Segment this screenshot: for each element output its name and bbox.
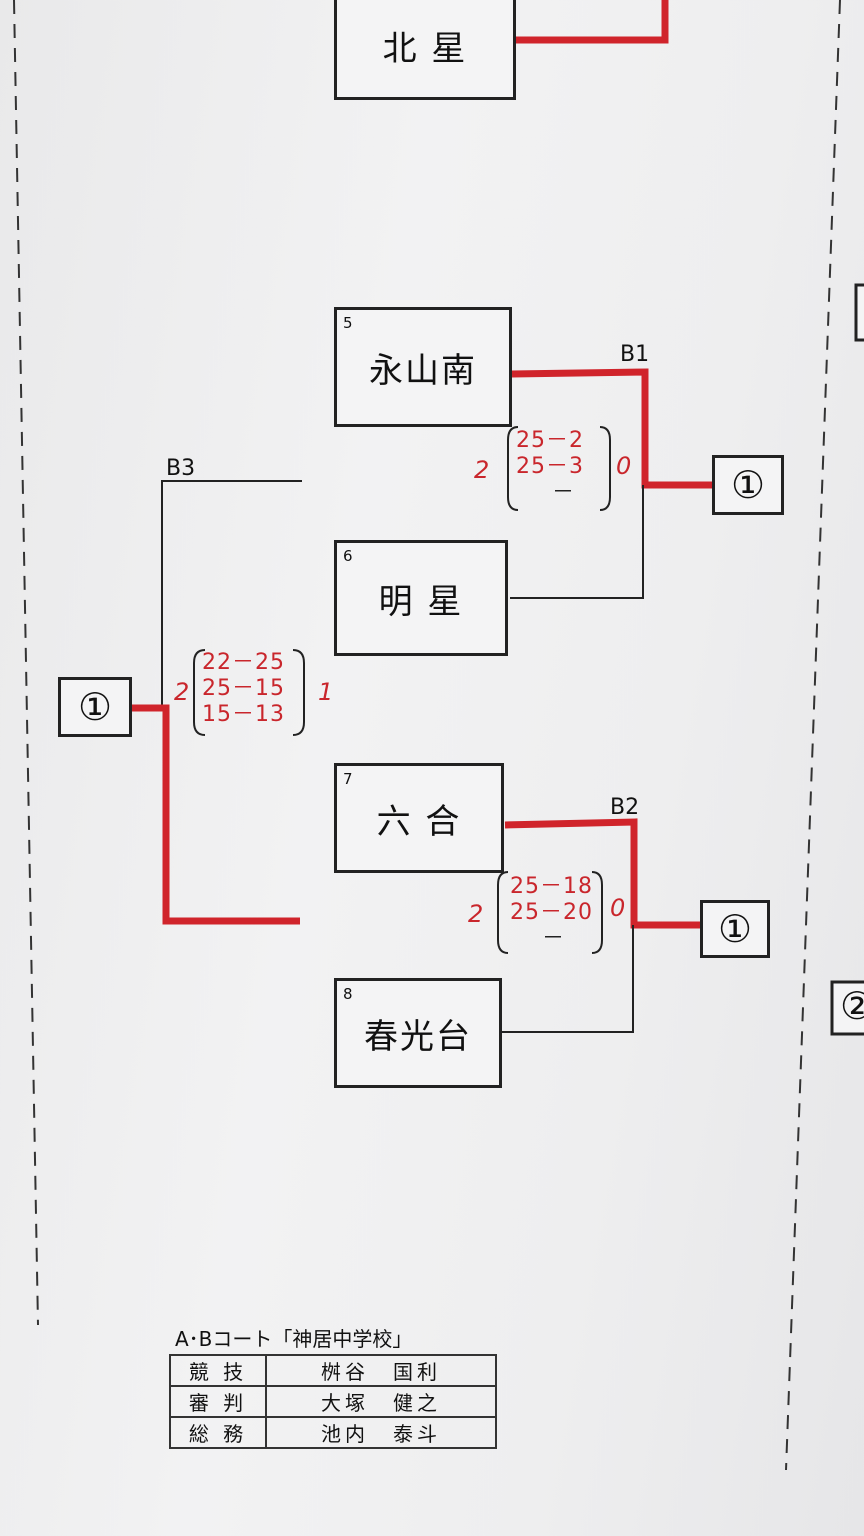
table-row: 総 務 池内 泰斗 [169,1416,497,1449]
seed-number: 6 [343,547,353,565]
b2-loser-sets: 0 [610,894,626,922]
table-row: 審 判 大塚 健之 [169,1385,497,1418]
set-score: 25－3 [516,454,584,479]
set-score: 25－20 [510,900,593,925]
result-mark: ① [77,685,113,729]
team-name: 永山南 [369,350,477,391]
b3-winner-sets: 2 [174,678,190,706]
official-name: 大塚 健之 [265,1385,497,1418]
set-score: 22－25 [202,650,285,675]
b2-winner-sets: 2 [468,900,484,928]
set-score: － [552,480,576,505]
result-box-b2: ① [700,900,770,958]
seed-number: 8 [343,985,353,1003]
set-score: － [542,926,566,951]
b1-loser-line [510,485,644,599]
match-label-b1: B1 [620,342,650,367]
team-box-nagayamaminami: 5 永山南 [334,307,512,427]
team-box-meisei: 6 明 星 [334,540,508,656]
b3-scores: 22－25 25－15 15－13 [202,650,285,728]
team-name: 北 星 [382,28,468,69]
official-name: 池内 泰斗 [265,1416,497,1449]
b2-winner-line [504,818,700,929]
top-winner-line [515,0,669,44]
b1-loser-sets: 0 [616,452,632,480]
official-name: 桝谷 国利 [265,1354,497,1387]
b1-winner-line [511,368,712,489]
right-edge-box [830,980,864,1036]
team-name: 六 合 [376,801,462,842]
b2-loser-line [502,925,634,1033]
team-name: 春光台 [364,1016,472,1057]
court-title: A･Bコート「神居中学校」 [175,1327,413,1351]
right-edge-mark: ② [840,984,864,1028]
b3-winner-line [132,704,300,925]
official-role: 競 技 [169,1354,267,1387]
team-box-rikugo: 7 六 合 [334,763,504,873]
team-name: 明 星 [378,581,464,622]
match-label-b2: B2 [610,795,640,820]
b3-top-line [161,480,302,708]
b1-scores: 25－2 25－3 － [516,428,584,506]
official-role: 総 務 [169,1416,267,1449]
team-box-shunkodai: 8 春光台 [334,978,502,1088]
dashed-guide-left [13,0,39,1326]
match-label-b3: B3 [166,456,196,481]
b1-winner-sets: 2 [474,456,490,484]
result-mark: ① [717,907,753,951]
set-score: 15－13 [202,702,285,727]
seed-number: 7 [343,770,353,788]
right-edge-box-upper [854,283,864,342]
officials-table: 競 技 桝谷 国利 審 判 大塚 健之 総 務 池内 泰斗 [169,1354,497,1449]
result-box-b1: ① [712,455,784,515]
team-box-hokusei: 北 星 [334,0,516,100]
result-mark: ① [730,463,766,507]
b3-loser-sets: 1 [318,678,334,706]
dashed-guide-right [785,0,841,1471]
set-score: 25－15 [202,676,285,701]
table-row: 競 技 桝谷 国利 [169,1354,497,1387]
set-score: 25－18 [510,874,593,899]
b2-scores: 25－18 25－20 － [510,874,593,952]
seed-number: 5 [343,314,353,332]
result-box-b3: ① [58,677,132,737]
official-role: 審 判 [169,1385,267,1418]
set-score: 25－2 [516,428,584,453]
